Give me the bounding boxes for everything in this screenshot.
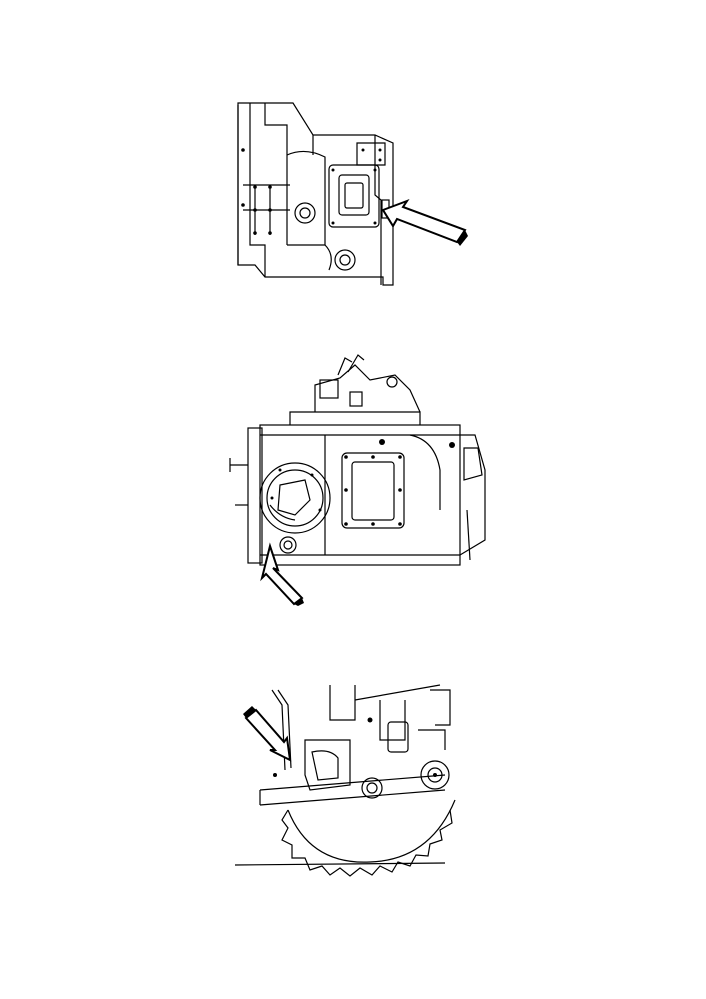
arrow-icon — [243, 706, 292, 762]
gearbox-assembly-drawing — [229, 354, 486, 606]
arrow-icon — [260, 542, 304, 606]
tractor-underside-drawing — [234, 684, 456, 877]
figure-gearbox-assembly — [220, 350, 490, 610]
figure-transmission-housing — [225, 95, 485, 295]
transmission-housing-drawing — [237, 102, 468, 286]
arrow-icon — [381, 198, 468, 246]
figure-tractor-underside — [230, 680, 470, 880]
